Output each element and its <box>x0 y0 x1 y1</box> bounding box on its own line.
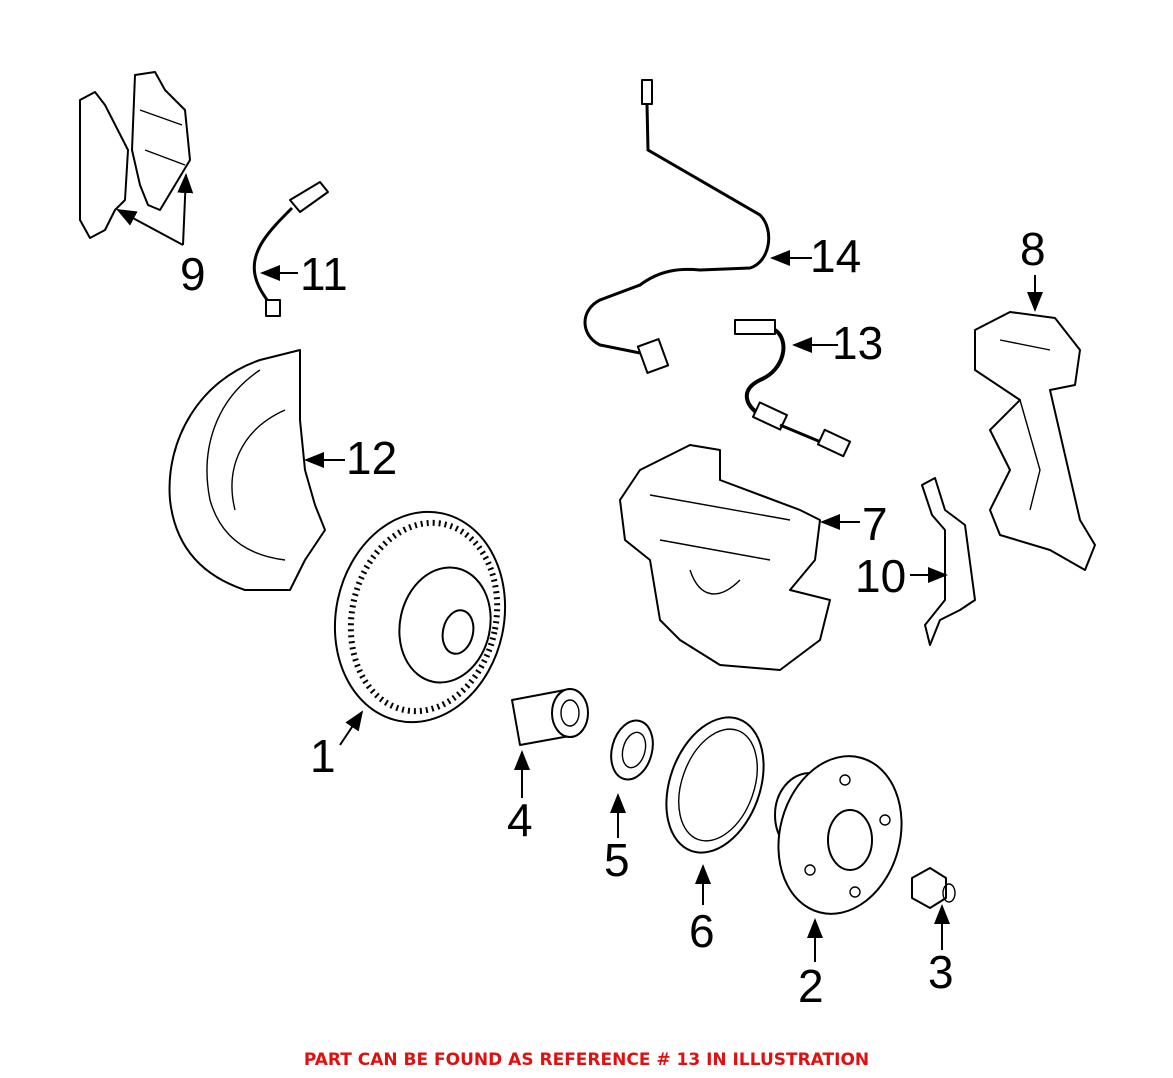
brake-rotor <box>333 510 507 724</box>
callout-2: 2 <box>798 960 824 1012</box>
grease-seal <box>610 719 654 781</box>
brake-hose <box>734 319 852 458</box>
dust-cover <box>665 716 765 854</box>
brake-pads <box>79 71 191 239</box>
abs-sensor <box>583 79 771 374</box>
callout-14: 14 <box>810 230 861 282</box>
callout-4: 4 <box>507 794 533 846</box>
hub-nut <box>911 867 956 909</box>
wheel-bearing <box>511 688 589 746</box>
dust-shield <box>168 349 326 591</box>
callout-5: 5 <box>604 834 630 886</box>
callout-1: 1 <box>310 730 336 782</box>
callout-8: 8 <box>1020 223 1046 275</box>
leader-lines <box>116 173 1043 962</box>
caliper-carrier <box>974 311 1096 571</box>
callout-7: 7 <box>862 498 888 550</box>
brake-caliper <box>619 444 831 671</box>
callout-12: 12 <box>346 432 397 484</box>
callout-11: 11 <box>300 248 348 300</box>
callout-9: 9 <box>180 248 206 300</box>
reference-note: PART CAN BE FOUND AS REFERENCE # 13 IN I… <box>303 1050 870 1070</box>
wheel-hub <box>774 755 903 915</box>
pad-wear-sensor <box>252 181 329 317</box>
anti-rattle-clip <box>921 477 976 646</box>
callout-6: 6 <box>689 905 715 957</box>
callout-13: 13 <box>832 317 883 369</box>
callout-10: 10 <box>855 550 906 602</box>
callout-3: 3 <box>928 946 954 998</box>
